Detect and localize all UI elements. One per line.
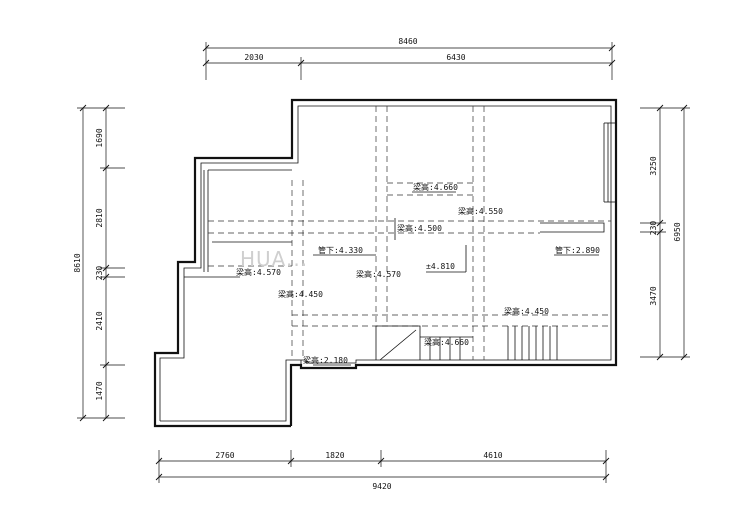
right-dim-3-text: 3470 — [649, 286, 658, 305]
beam-height-label: 梁高:4.500 — [397, 223, 442, 233]
beam-height-label: 梁高:4.660 — [413, 182, 458, 192]
dim-tick — [102, 264, 110, 272]
right-dimension-chain: 3250 230 3470 6950 — [640, 104, 690, 361]
main-outer-wall — [153, 98, 618, 428]
left-dimension-chain: 8610 1690 2810 230 2410 1470 — [73, 104, 125, 422]
dim-tick — [680, 104, 688, 112]
dim-tick — [202, 44, 210, 52]
top-left-dim-text: 2030 — [244, 53, 263, 62]
left-dim-4-text: 2410 — [95, 311, 104, 330]
left-dim-5-text: 1470 — [95, 381, 104, 400]
left-total-dim-text: 8610 — [73, 253, 82, 272]
dim-tick — [602, 473, 610, 481]
bottom-dim-1-text: 2760 — [215, 451, 234, 460]
dim-tick — [656, 104, 664, 112]
dim-tick — [79, 104, 87, 112]
stair-diagonal — [379, 329, 417, 361]
beam-height-label: 梁高:4.570 — [356, 269, 401, 279]
top-total-dim-text: 8460 — [398, 37, 417, 46]
dim-tick — [202, 59, 210, 67]
dim-tick — [656, 353, 664, 361]
beam-lines — [208, 106, 611, 360]
dim-tick — [102, 273, 110, 281]
top-right-dim-text: 6430 — [446, 53, 465, 62]
watermark: HUA... — [240, 247, 308, 271]
right-total-dim-text: 6950 — [673, 222, 682, 241]
right-dim-1-text: 3250 — [649, 156, 658, 175]
top-dimension-chain: 8460 2030 6430 — [202, 37, 616, 80]
floor-level-label: ±4.810 — [426, 262, 455, 271]
beam-height-label: 梁高:4.550 — [458, 206, 503, 216]
partition-wall — [540, 222, 605, 233]
pipe-height-label: 管下:4.330 — [318, 245, 363, 255]
bottom-total-dim-text: 9420 — [372, 482, 391, 491]
left-dim-3-text: 230 — [95, 266, 104, 281]
left-dim-2-text: 2810 — [95, 208, 104, 227]
beam-height-label: 梁高:4.570 — [236, 267, 281, 277]
dim-tick — [287, 457, 295, 465]
dim-tick — [680, 353, 688, 361]
beam-height-label: 梁高:4.450 — [504, 306, 549, 316]
staircase — [375, 325, 558, 361]
dim-tick — [79, 414, 87, 422]
dim-tick — [656, 228, 664, 236]
walls — [153, 98, 618, 428]
beam-height-label: 梁高:4.660 — [424, 337, 469, 347]
beam-height-label: 梁高:2.180 — [303, 355, 348, 365]
dim-tick — [656, 219, 664, 227]
dim-tick — [102, 361, 110, 369]
dim-tick — [155, 473, 163, 481]
dim-tick — [102, 164, 110, 172]
dim-tick — [608, 44, 616, 52]
pipe-height-label: 管下:2.890 — [555, 245, 600, 255]
dim-tick — [377, 457, 385, 465]
annotations: 梁高:4.660 梁高:4.550 梁高:4.500 管下:4.330 管下:2… — [236, 182, 600, 365]
dim-tick — [608, 59, 616, 67]
dim-tick — [297, 59, 305, 67]
right-dim-2-text: 230 — [649, 221, 658, 236]
dim-tick — [102, 414, 110, 422]
bottom-dim-3-text: 4610 — [483, 451, 502, 460]
dim-tick — [155, 457, 163, 465]
bottom-dimension-chain: 2760 1820 4610 9420 — [155, 450, 610, 491]
leader-lines — [313, 191, 599, 366]
dim-tick — [602, 457, 610, 465]
main-inner-wall — [159, 105, 612, 422]
stair-outline — [375, 325, 421, 360]
beam-height-label: 梁高:4.450 — [278, 289, 323, 299]
bottom-dim-2-text: 1820 — [325, 451, 344, 460]
left-dim-1-text: 1690 — [95, 128, 104, 147]
dim-tick — [102, 104, 110, 112]
